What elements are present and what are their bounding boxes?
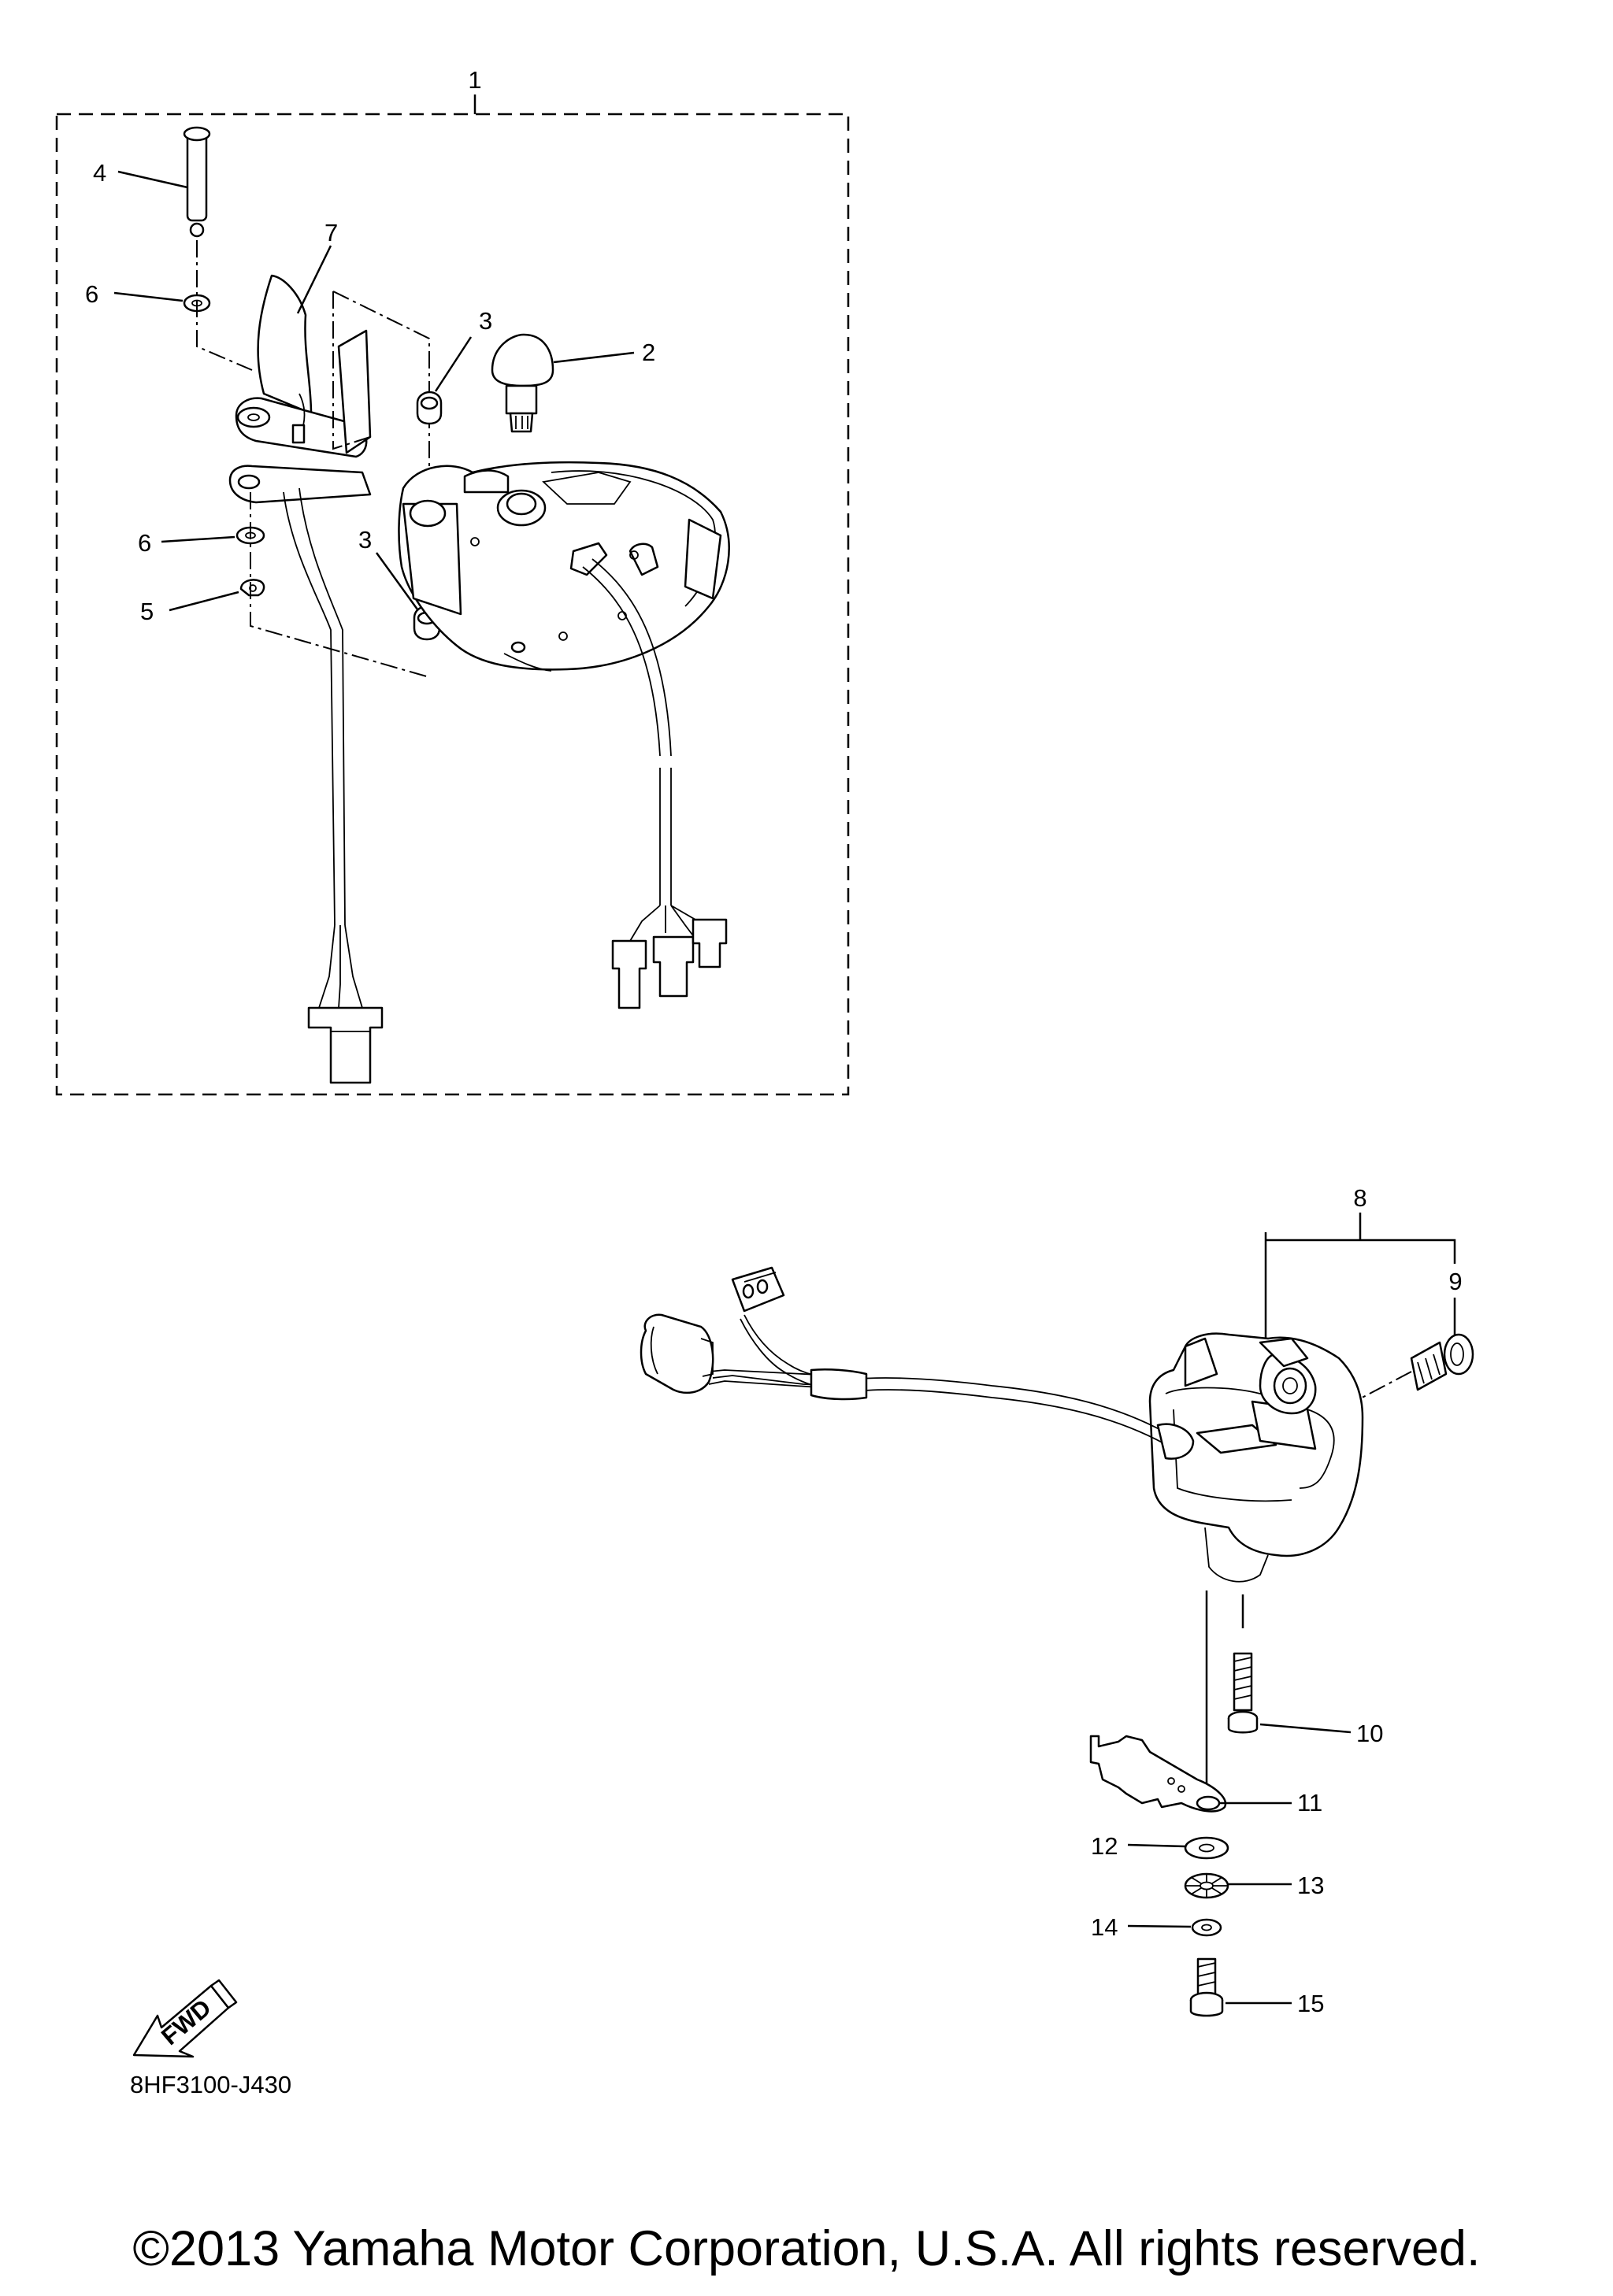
switch-housing-part-8 xyxy=(1148,1332,1364,1583)
callout-3-lower: 3 xyxy=(358,526,372,554)
callout-2: 2 xyxy=(642,339,655,366)
screw-part-10 xyxy=(1227,1652,1259,1734)
callout-6-upper: 6 xyxy=(85,280,98,308)
callout-14: 14 xyxy=(1091,1913,1118,1941)
connector-large xyxy=(640,1313,714,1394)
connector-small xyxy=(731,1266,785,1313)
callout-1: 1 xyxy=(468,66,481,94)
bracket-plate xyxy=(228,465,372,504)
bracket-part-11 xyxy=(1089,1735,1227,1813)
copyright-footer: ©2013 Yamaha Motor Corporation, U.S.A. A… xyxy=(132,2221,1481,2276)
callout-13: 13 xyxy=(1297,1872,1324,1899)
lockwasher-part-13 xyxy=(1184,1872,1229,1899)
callout-6-lower: 6 xyxy=(138,529,151,557)
callout-10: 10 xyxy=(1356,1720,1383,1747)
right-connectors xyxy=(611,918,728,1009)
bolt-part-15 xyxy=(1189,1957,1224,2017)
callout-3-upper: 3 xyxy=(479,307,492,335)
screw-part-9 xyxy=(1410,1333,1474,1391)
knob-part-2 xyxy=(491,333,554,433)
callout-12: 12 xyxy=(1091,1832,1118,1860)
callout-5: 5 xyxy=(140,598,154,625)
callout-15: 15 xyxy=(1297,1990,1324,2017)
callout-8: 8 xyxy=(1353,1184,1366,1212)
assembly-1-dashed-box xyxy=(55,113,850,1096)
fwd-arrow-icon: FWD xyxy=(132,1979,238,2058)
pin-part-4 xyxy=(183,126,211,238)
springwasher-part-14 xyxy=(1191,1918,1222,1937)
grommet-part-3-upper xyxy=(416,391,443,425)
callout-4: 4 xyxy=(93,159,106,187)
callout-9: 9 xyxy=(1448,1268,1462,1295)
callout-7: 7 xyxy=(324,219,338,246)
callout-11: 11 xyxy=(1297,1789,1322,1816)
left-connector xyxy=(307,1006,384,1084)
handlebar-switch-housing xyxy=(398,461,730,672)
washer-part-12 xyxy=(1184,1836,1229,1860)
drawing-code: 8HF3100-J430 xyxy=(130,2071,291,2098)
clip-part-5 xyxy=(239,579,265,597)
